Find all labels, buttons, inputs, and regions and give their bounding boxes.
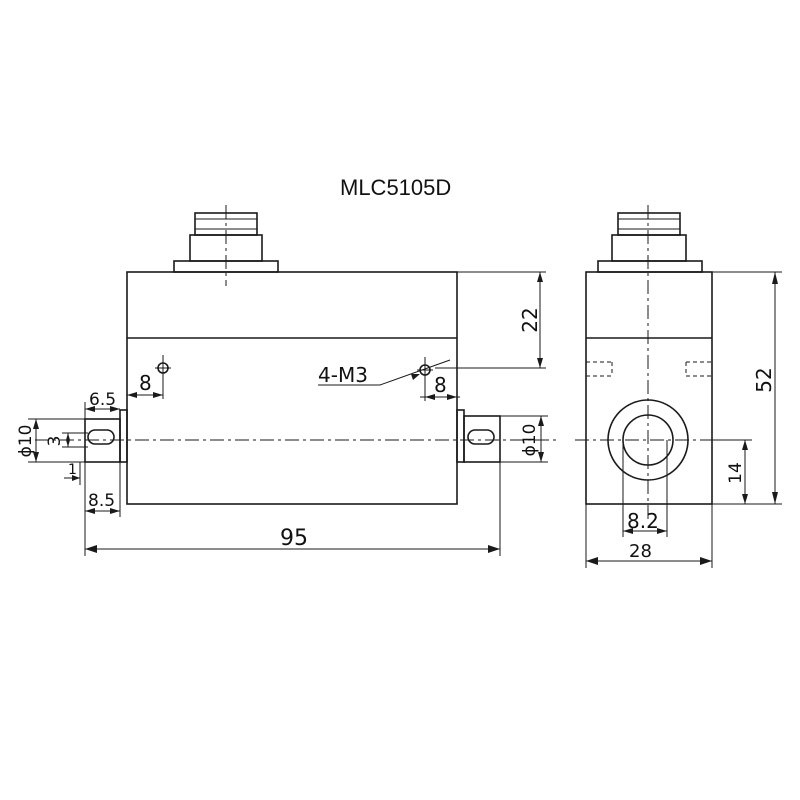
dim-8-right-label: 8 bbox=[434, 373, 447, 397]
connector-side bbox=[597, 212, 703, 273]
dim-6-5-label: 6.5 bbox=[89, 390, 116, 410]
dim-6-5: 6.5 bbox=[84, 390, 120, 419]
dim-1-label: 1 bbox=[68, 462, 77, 478]
hidden-holes bbox=[586, 361, 712, 377]
front-view bbox=[35, 205, 560, 505]
dim-28-label: 28 bbox=[629, 541, 652, 562]
dim-14: 14 bbox=[712, 439, 752, 504]
dim-dia-right: ϕ10 bbox=[500, 415, 548, 463]
dim-22: 22 bbox=[435, 271, 546, 369]
dim-95-label: 95 bbox=[280, 526, 308, 551]
dim-8-2-label: 8.2 bbox=[627, 509, 659, 533]
housing-side bbox=[585, 271, 713, 505]
dim-28: 28 bbox=[585, 504, 713, 568]
dim-52-label: 52 bbox=[752, 367, 776, 392]
tap-label: 4-M3 bbox=[318, 363, 368, 387]
dim-8-2: 8.2 bbox=[622, 440, 668, 537]
shaft-left bbox=[84, 409, 128, 463]
dim-dia-right-label: ϕ10 bbox=[520, 424, 540, 457]
dim-52: 52 bbox=[712, 271, 782, 505]
dim-3: 3 bbox=[45, 432, 88, 448]
tap-leader: 4-M3 bbox=[318, 359, 451, 387]
dim-8-5: 8.5 bbox=[84, 462, 121, 517]
dim-dia-left: ϕ10 bbox=[16, 418, 85, 463]
dim-95: 95 bbox=[84, 462, 501, 556]
dim-8-right: 8 bbox=[420, 373, 460, 400]
dim-14-label: 14 bbox=[726, 462, 746, 484]
connector-front bbox=[173, 205, 279, 286]
dim-8-5-label: 8.5 bbox=[88, 491, 115, 511]
dim-8-left: 8 bbox=[127, 371, 163, 398]
dim-3-label: 3 bbox=[45, 436, 65, 447]
side-view bbox=[575, 205, 720, 520]
model-title: MLC5105D bbox=[340, 175, 451, 200]
shaft-right bbox=[456, 409, 501, 463]
dim-1: 1 bbox=[64, 462, 86, 485]
tapped-hole-left bbox=[155, 355, 171, 399]
dim-22-label: 22 bbox=[518, 307, 542, 332]
dim-8-left-label: 8 bbox=[139, 371, 152, 395]
dim-dia-left-label: ϕ10 bbox=[16, 425, 36, 458]
tapped-hole-right bbox=[417, 357, 433, 401]
housing-front bbox=[126, 271, 458, 505]
